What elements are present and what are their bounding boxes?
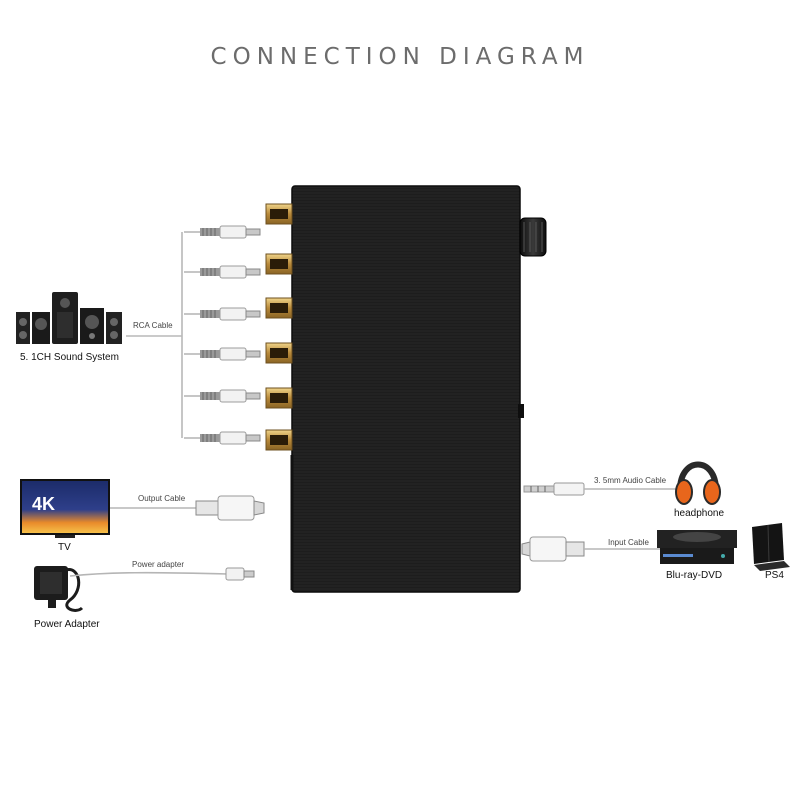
output-cable (110, 495, 265, 521)
input-cable-label: Input Cable (608, 538, 649, 547)
power-cable-label: Power adapter (132, 560, 185, 569)
rca-jack-6[interactable] (265, 429, 293, 451)
volume-knob[interactable] (519, 217, 547, 257)
tv-label: TV (58, 542, 71, 553)
power-cable (69, 567, 255, 581)
rca-jack-4[interactable] (265, 342, 293, 364)
diagram-title: CONNECTION DIAGRAM (210, 44, 590, 70)
rca-jack-2[interactable] (265, 253, 293, 275)
ps4-label: PS4 (765, 570, 784, 581)
input-cable (521, 536, 672, 562)
rca-plugs (200, 225, 261, 445)
rca-cable (126, 231, 200, 439)
rca-cable-label: RCA Cable (133, 321, 173, 330)
bluray-label: Blu-ray-DVD (666, 570, 723, 581)
power-adapter-label: Power Adapter (34, 619, 100, 630)
output-cable-label: Output Cable (138, 494, 186, 503)
speaker-system-icon (16, 292, 122, 344)
rca-jack-5[interactable] (265, 387, 293, 409)
tv-screen-text: 4K (32, 494, 55, 514)
rca-jack-1[interactable] (265, 203, 293, 225)
headphone-label: headphone (674, 508, 725, 519)
audio-cable-label: 3. 5mm Audio Cable (594, 476, 667, 485)
audio-decoder-device (290, 185, 524, 593)
headphone-icon (675, 461, 721, 505)
rca-jack-3[interactable] (265, 297, 293, 319)
tv-icon: 4K (20, 479, 110, 538)
bluray-player-icon (657, 530, 737, 564)
power-adapter-icon (34, 566, 84, 612)
sound-system-label: 5. 1CH Sound System (20, 352, 119, 363)
audio-cable (523, 482, 676, 496)
ps4-console-icon (752, 523, 790, 571)
rca-output-jacks (265, 203, 293, 451)
